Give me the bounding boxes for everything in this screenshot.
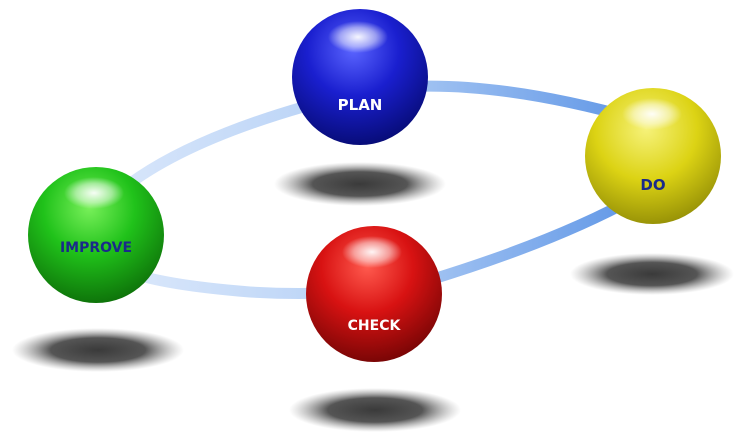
improve-shadow [12,328,184,372]
plan-shadow [274,162,446,206]
do-sphere: DO [585,88,721,224]
plan-sphere: PLAN [292,9,428,145]
check-label: CHECK [348,318,402,334]
check-shadow [289,388,461,432]
plan-label: PLAN [338,96,383,114]
check-sphere: CHECK [306,226,442,362]
improve-sphere: IMPROVE [28,167,164,303]
do-shadow [570,253,734,295]
do-label: DO [640,176,665,194]
sphere-shadows [12,162,734,432]
improve-label: IMPROVE [60,240,132,256]
